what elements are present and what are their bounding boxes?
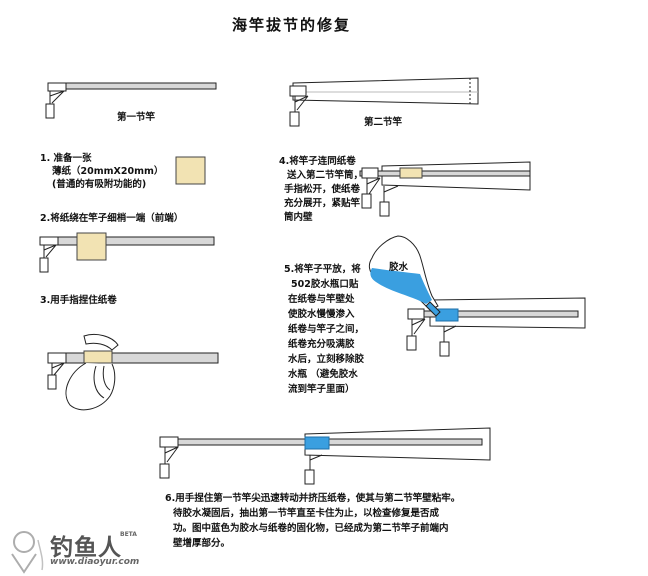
- step-4-line-1: 4.将竿子连同纸卷: [279, 156, 356, 167]
- step-5-line-5: 纸卷与竿子之间，: [288, 324, 365, 335]
- step-2-text: 2.将纸绕在竿子细梢一端（前端）: [40, 213, 184, 224]
- page-title: 海竿拔节的修复: [232, 16, 352, 34]
- step-4-line-2: 送入第二节竿筒，: [287, 170, 364, 181]
- step-5-line-6: 纸卷充分吸满胶: [288, 339, 355, 350]
- step-2-drawing: [39, 232, 215, 273]
- step-5-line-9: 流到竿子里面）: [288, 384, 355, 395]
- step-6-line-3: 功。图中蓝色为胶水与纸卷的固化物，已经成为第二节竿子前端内: [173, 523, 449, 534]
- step-1-line-3: (普通的有吸附功能的): [52, 179, 147, 190]
- step-5-line-3: 在纸卷与竿壁处: [288, 294, 355, 305]
- step-5-line-2: 502胶水瓶口贴: [291, 279, 359, 290]
- step-6-line-2: 待胶水凝固后，抽出第一节竿直至卡住为止，以检查修复是否成: [173, 508, 440, 519]
- step-1-line-1: 1. 准备一张: [40, 153, 92, 164]
- step-4-line-4: 充分展开，紧贴竿: [284, 198, 361, 209]
- rod-1-label: 第一节竿: [117, 112, 156, 123]
- step-5-line-1: 5.将竿子平放，将: [284, 264, 361, 275]
- watermark-beta: BETA: [120, 531, 137, 538]
- step-1-line-2: 薄纸（20mmX20mm）: [52, 166, 164, 177]
- step-5-drawing: [368, 235, 586, 357]
- paper-square: [175, 156, 206, 185]
- step-6-line-1: 6.用手捏住第一节竿尖迅速转动并挤压纸卷，使其与第二节竿壁粘牢。: [165, 493, 461, 504]
- step-4-drawing: [359, 161, 531, 217]
- step-6-drawing: [159, 427, 491, 485]
- step-5-line-8: 水瓶 （避免胶水: [288, 369, 358, 380]
- step-4-line-5: 筒内壁: [284, 212, 313, 223]
- step-3-drawing: [47, 333, 219, 411]
- step-5-line-7: 水后，立刻移除胶: [288, 354, 365, 365]
- glue-label: 胶水: [389, 262, 409, 273]
- step-6-line-4: 壁增厚部分。: [173, 538, 231, 549]
- step-4-line-3: 手指松开，使纸卷: [284, 184, 361, 195]
- rod-2-drawing: [289, 77, 479, 127]
- watermark-brand: 钓鱼人: [50, 535, 122, 561]
- rod-1-drawing: [45, 82, 217, 119]
- rod-2-label: 第二节竿: [364, 117, 403, 128]
- step-3-text: 3.用手指捏住纸卷: [40, 295, 117, 306]
- brand-logo-icon: [11, 531, 44, 574]
- step-5-line-4: 使胶水慢慢渗入: [288, 309, 355, 320]
- watermark-url: www.diaoyur.com: [50, 557, 140, 567]
